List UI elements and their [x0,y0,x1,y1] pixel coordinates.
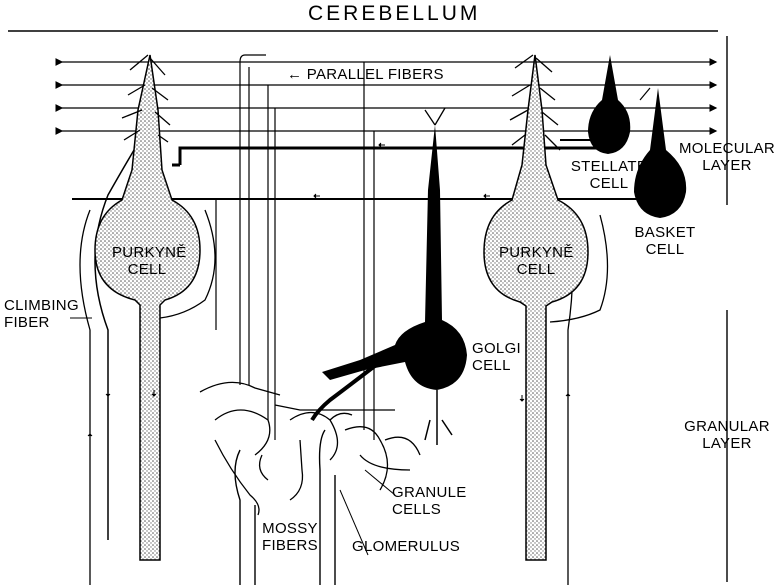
stellate-cell [560,55,630,154]
label-granular-line2: LAYER [677,435,777,452]
label-granular-line1: GRANULAR [677,418,777,435]
climbing-fiber-left-outer [80,210,90,585]
label-granular-layer: GRANULAR LAYER [677,418,777,452]
mossy-fibers [235,430,335,585]
label-purkyne-left-line2: CELL [112,261,182,278]
label-granule-line2: CELLS [392,501,467,518]
label-molecular-line2: LAYER [677,157,777,174]
label-stellate-line1: STELLATE [570,158,648,175]
label-climbing-fiber: CLIMBING FIBER [4,297,79,331]
label-golgi-line1: GOLGI [472,340,521,357]
label-purkyne-right-line1: PURKYNĚ [499,244,573,261]
label-molecular-line1: MOLECULAR [677,140,777,157]
label-climbing-line1: CLIMBING [4,297,79,314]
granule-cells-cluster [200,382,420,515]
label-parallel-fibers: ← PARALLEL FIBERS [287,66,444,83]
golgi-cell [312,108,467,445]
label-basket-line2: CELL [630,241,700,258]
label-purkyne-right-line2: CELL [499,261,573,278]
label-glomerulus: GLOMERULUS [352,538,460,555]
label-mossy-fibers: MOSSY FIBERS [258,520,322,554]
label-basket-cell: BASKET CELL [630,224,700,258]
label-purkyne-right: PURKYNĚ CELL [499,244,573,278]
label-climbing-line2: FIBER [4,314,79,331]
label-granule-line1: GRANULE [392,484,467,501]
label-mossy-line2: FIBERS [258,537,322,554]
label-purkyne-left-line1: PURKYNĚ [112,244,182,261]
label-golgi-cell: GOLGI CELL [472,340,521,374]
label-stellate-line2: CELL [570,175,648,192]
label-pointers [70,318,395,555]
label-basket-line1: BASKET [630,224,700,241]
label-mossy-line1: MOSSY [258,520,322,537]
label-stellate-cell: STELLATE CELL [570,158,648,192]
title-cerebellum: CEREBELLUM [308,5,480,22]
label-golgi-line2: CELL [472,357,521,374]
label-molecular-layer: MOLECULAR LAYER [677,140,777,174]
label-purkyne-left: PURKYNĚ CELL [112,244,182,278]
label-granule-cells: GRANULE CELLS [392,484,467,518]
